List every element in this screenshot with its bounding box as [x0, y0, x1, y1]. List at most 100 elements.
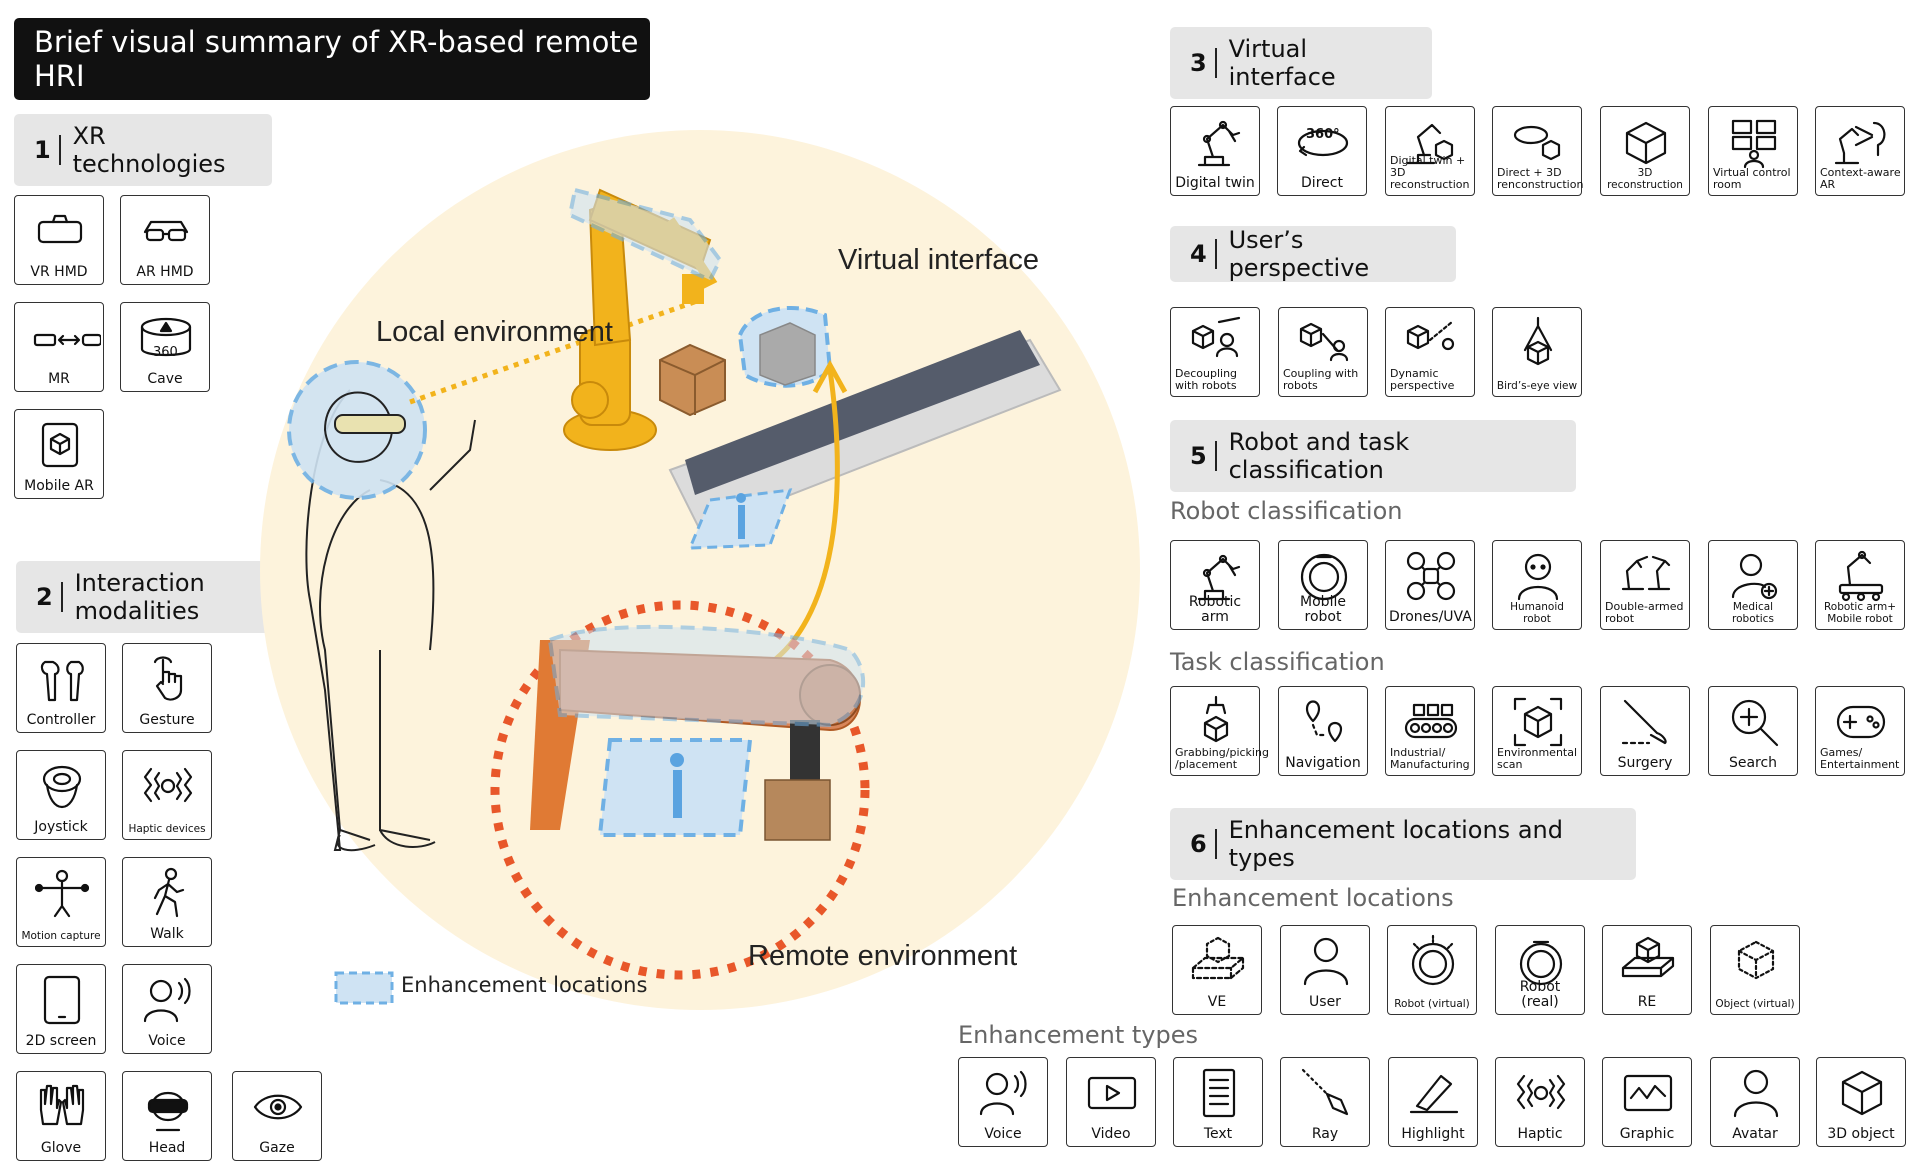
eye-icon: [253, 1094, 303, 1120]
card-mr: MR: [14, 302, 104, 392]
digital-twin-3d-icon: [1406, 123, 1454, 165]
card-label: Video: [1091, 1126, 1131, 1142]
robotic-arm-icon: [1197, 120, 1241, 167]
section-label: User’s perspective: [1228, 226, 1370, 282]
voice-icon: [979, 1070, 1027, 1116]
vr-headset: [334, 414, 406, 434]
card-label: Voice: [148, 1033, 186, 1049]
card-label: Highlight: [1401, 1126, 1465, 1142]
card-label: MR: [48, 371, 70, 387]
card-arm-mobile: Robotic arm+ Mobile robot: [1815, 540, 1905, 630]
robotic-arm-icon: [1197, 554, 1241, 601]
virtual-box: [659, 343, 726, 417]
subheading-enhancement-types: Enhancement types: [958, 1021, 1198, 1049]
card-grabbing: Grabbing/picking /placement: [1170, 686, 1269, 776]
card-label: Coupling with robots: [1283, 367, 1359, 392]
virtual-environment-icon: [1191, 936, 1245, 980]
direct-360-icon: [1297, 129, 1349, 157]
feedback-arrowhead: [812, 359, 848, 394]
grabbing-icon: [1203, 695, 1229, 743]
virtual-object-icon: [1737, 940, 1775, 980]
card-label: Robot (real): [1519, 979, 1561, 1010]
card-3d-reconstruction: 3D reconstruction: [1600, 106, 1690, 196]
card-label: Avatar: [1732, 1126, 1778, 1142]
card-digital-twin-3d: Digital twin + 3D reconstruction: [1385, 106, 1475, 196]
card-label: Joystick: [34, 819, 88, 835]
card-2d-screen: 2D screen: [16, 964, 106, 1054]
card-gaze: Gaze: [232, 1071, 322, 1161]
card-label: Search: [1728, 755, 1778, 771]
section-number: 1: [34, 136, 51, 164]
virtual-info-marker: [687, 488, 793, 550]
gamepad-icon: [1836, 705, 1886, 739]
card-walk: Walk: [122, 857, 212, 947]
section-label: Robot and task classification: [1228, 428, 1410, 484]
card-surgery: Surgery: [1600, 686, 1690, 776]
section-label: Interaction modalities: [74, 569, 205, 625]
card-mobile-ar: Mobile AR: [14, 409, 104, 499]
real-environment-icon: [1621, 936, 1675, 978]
card-label: Grabbing/picking /placement: [1175, 746, 1269, 771]
card-environmental-scan: Environmental scan: [1492, 686, 1582, 776]
section-label: XR technologies: [72, 122, 226, 178]
dynamic-perspective-icon: [1406, 320, 1455, 351]
coupling-icon: [1299, 322, 1349, 362]
card-vr-hmd: VR HMD: [14, 195, 104, 285]
card-drones: Drones/UVA: [1385, 540, 1475, 630]
card-direct: 360° Direct: [1277, 106, 1367, 196]
ar-glasses-icon: [143, 220, 189, 242]
card-label: VR HMD: [30, 264, 88, 280]
card-type-highlight: Highlight: [1388, 1057, 1478, 1147]
card-label: Context-aware AR: [1820, 166, 1901, 191]
walk-icon: [153, 867, 185, 918]
card-direct-3d: Direct + 3D renconstruction: [1492, 106, 1583, 196]
section-number: 3: [1190, 49, 1207, 77]
card-ar-hmd: AR HMD: [120, 195, 210, 285]
card-label: Mobile robot: [1300, 594, 1346, 625]
card-motion-capture: Motion capture: [16, 857, 106, 947]
card-robotic-arm: Robotic arm: [1170, 540, 1260, 630]
card-label: Humanoid robot: [1510, 601, 1564, 625]
label-remote-environment: Remote environment: [748, 940, 1018, 972]
card-loc-ve: VE: [1172, 925, 1262, 1015]
real-robot-enhancement: [547, 624, 865, 728]
section-xr-technologies: 1 XR technologies: [14, 114, 272, 186]
card-label: 2D screen: [25, 1033, 97, 1049]
text-icon: [1202, 1068, 1236, 1118]
avatar-icon: [1733, 1069, 1779, 1118]
card-context-aware-ar: Context-aware AR: [1815, 106, 1905, 196]
context-aware-ar-icon: [1834, 121, 1886, 165]
direct-badge: 360°: [1306, 127, 1340, 142]
card-type-haptic: Haptic: [1495, 1057, 1585, 1147]
page-title: Brief visual summary of XR-based remote …: [14, 18, 650, 100]
card-industrial: Industrial/ Manufacturing: [1385, 686, 1475, 776]
card-navigation: Navigation: [1278, 686, 1368, 776]
card-virtual-control-room: Virtual control room: [1708, 106, 1798, 196]
remote-info-marker: [597, 738, 753, 837]
direct-3d-icon: [1513, 125, 1561, 161]
card-search: Search: [1708, 686, 1798, 776]
scalpel-icon: [1621, 699, 1667, 745]
humanoid-icon: [1517, 553, 1559, 601]
vr-headset-icon: [37, 214, 83, 244]
card-double-armed: Double-armed robot: [1600, 540, 1690, 630]
card-label: Controller: [26, 712, 96, 728]
card-decoupling: Decoupling with robots: [1170, 307, 1260, 397]
card-label: Dynamic perspective: [1390, 367, 1455, 392]
section-number: 6: [1190, 830, 1207, 858]
cave-icon: [140, 317, 192, 357]
card-loc-user: User: [1280, 925, 1370, 1015]
card-label: Direct: [1301, 175, 1343, 191]
haptic-icon: [1516, 1074, 1566, 1110]
highlight-icon: [1409, 1074, 1459, 1114]
card-label: Gaze: [259, 1140, 295, 1156]
card-loc-robot-real: Robot (real): [1495, 925, 1585, 1015]
card-label: AR HMD: [136, 264, 194, 280]
legend-label: Enhancement locations: [401, 973, 648, 997]
card-label: Robotic arm: [1188, 594, 1242, 625]
gaze-line: [409, 297, 701, 405]
scene-background: [260, 130, 1140, 1010]
